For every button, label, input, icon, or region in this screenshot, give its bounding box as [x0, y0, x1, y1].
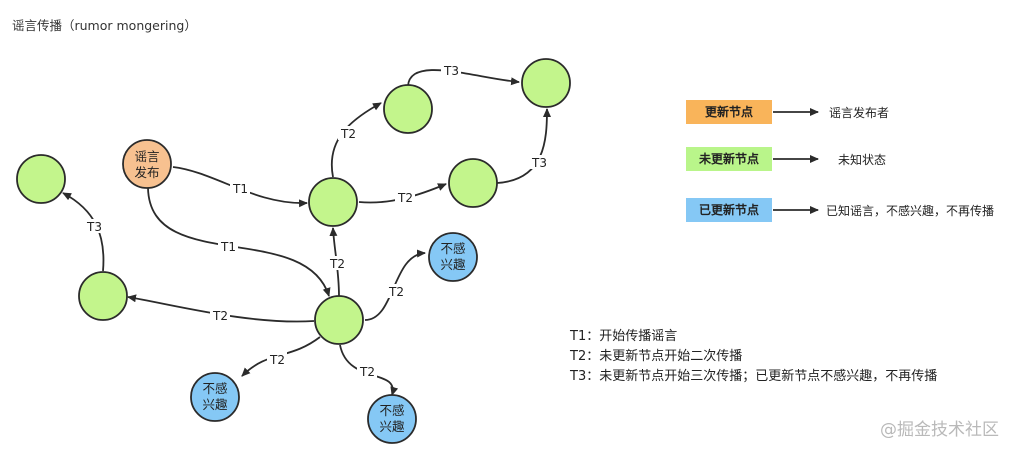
edge-label-t2-e: T2	[212, 309, 228, 323]
node-uninformed-n1	[383, 84, 433, 134]
edge-n2-to-top	[496, 108, 551, 184]
node-not-interested-1-line2: 兴趣	[440, 257, 466, 272]
node-not-interested-3-line1: 不感	[379, 403, 404, 418]
node-uninformed-left	[78, 271, 128, 321]
legend-box-not-updated: 未更新节点	[686, 147, 772, 171]
node-not-interested-1	[428, 232, 478, 282]
diagram-title: 谣言传播（rumor mongering）	[12, 18, 197, 33]
node-not-interested-2-line2: 兴趣	[202, 397, 228, 412]
node-uninformed-topleft	[16, 154, 66, 204]
step-t1: T1：开始传播谣言	[570, 329, 678, 344]
node-uninformed-center	[308, 177, 358, 227]
node-uninformed-top	[521, 58, 571, 108]
edge-label-t2-f: T2	[269, 353, 285, 367]
node-publisher-line1: 谣言	[134, 149, 159, 164]
watermark: @掘金技术社区	[880, 420, 999, 440]
edge-label-t2-c: T2	[329, 257, 345, 271]
legend-box-updated: 更新节点	[686, 100, 772, 124]
node-not-interested-3-line2: 兴趣	[379, 419, 405, 434]
node-not-interested-3	[367, 394, 417, 444]
edge-label-t2-a: T2	[340, 127, 356, 141]
edge-label-t3-a: T3	[443, 64, 459, 78]
edge-label-t3-c: T3	[86, 220, 102, 234]
legend-box-already-updated: 已更新节点	[686, 198, 772, 222]
edge-label-t3-b: T3	[531, 156, 547, 170]
node-uninformed-n2	[448, 158, 498, 208]
edge-label-t2-d: T2	[388, 285, 404, 299]
edge-label-t2-g: T2	[359, 365, 375, 379]
step-t2: T2：未更新节点开始二次传播	[570, 349, 743, 364]
edge-n1-to-top	[407, 69, 520, 87]
node-not-interested-2-line1: 不感	[202, 381, 227, 396]
edge-label-t1-a: T1	[232, 182, 248, 196]
edge-publisher-to-main	[147, 187, 331, 297]
legend-desc-not-updated: 未知状态	[838, 153, 887, 167]
legend-desc-updated: 谣言发布者	[829, 106, 890, 120]
step-t3: T3：未更新节点开始三次传播；已更新节点不感兴趣，不再传播	[570, 369, 938, 384]
node-publisher-line2: 发布	[134, 165, 159, 180]
step-notes: T1：开始传播谣言 T2：未更新节点开始二次传播 T3：未更新节点开始三次传播；…	[570, 327, 937, 387]
node-publisher	[122, 139, 172, 189]
edge-label-t2-b: T2	[397, 191, 413, 205]
node-uninformed-main	[314, 295, 364, 345]
edge-label-t1-b: T1	[220, 240, 236, 254]
legend-desc-already-updated: 已知谣言，不感兴趣，不再传播	[826, 204, 995, 218]
node-not-interested-2	[190, 372, 240, 422]
node-not-interested-1-line1: 不感	[440, 241, 465, 256]
